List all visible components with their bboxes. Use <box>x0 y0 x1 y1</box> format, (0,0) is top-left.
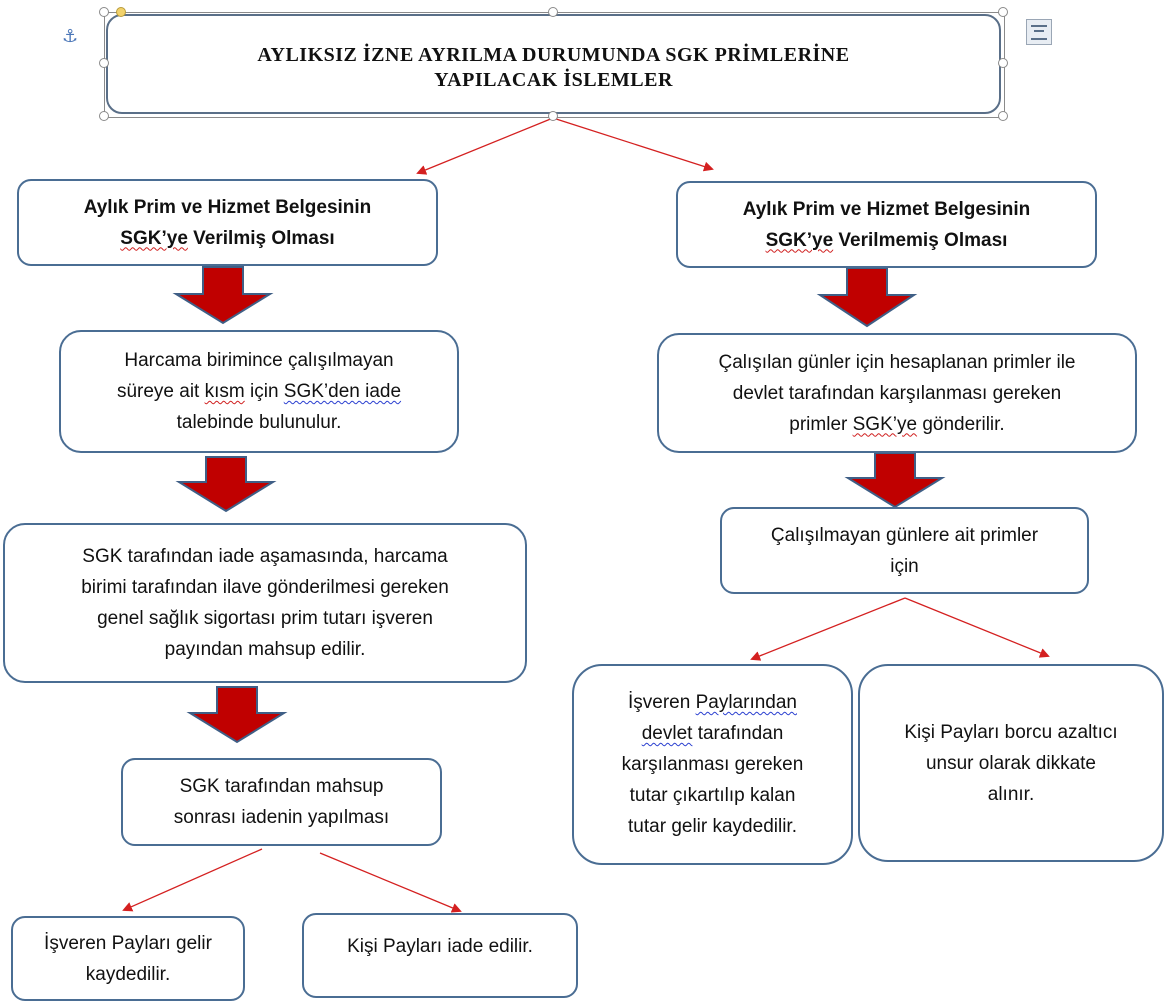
right-step2-line-1: Çalışılmayan günlere ait primler <box>770 524 1039 546</box>
anchor-icon[interactable]: ⚓ <box>62 26 79 46</box>
connector-rstep2-leaf2 <box>904 597 1050 658</box>
connector-title-left <box>416 117 554 175</box>
right-step2-line-2: için <box>890 555 919 577</box>
down-block-arrow <box>175 456 277 513</box>
left-step3-line-1: SGK tarafından mahsup <box>179 776 384 797</box>
right-leaf2-box: Kişi Payları borcu azaltıcı unsur olarak… <box>858 664 1164 862</box>
left-step1-sgkden: SGK’den iade <box>283 381 402 402</box>
left-step2-line-2: birimi tarafından ilave gönderilmesi ger… <box>81 577 449 598</box>
right-step1-box: Çalışılan günler için hesaplanan primler… <box>657 333 1137 453</box>
left-step1-box: Harcama birimince çalışılmayan süreye ai… <box>59 330 459 453</box>
left-leaf1-line-1: İşveren Payları gelir <box>44 932 212 954</box>
right-step1-line-2: devlet tarafından karşılanması gereken <box>732 382 1062 404</box>
title-box[interactable]: AYLIKSIZ İZNE AYRILMA DURUMUNDA SGK PRİM… <box>106 14 1001 114</box>
right-step2-box: Çalışılmayan günlere ait primler için <box>720 507 1089 594</box>
right-leaf2-line-2: unsur olarak dikkate <box>925 752 1097 774</box>
down-block-arrow <box>844 452 946 509</box>
left-step1-line-3: talebinde bulunulur. <box>176 412 342 433</box>
connector-step3-leaf1 <box>122 848 263 912</box>
left-step2-line-1: SGK tarafından iade aşamasında, harcama <box>82 546 448 567</box>
left-step2-line-3: genel sağlık sigortası prim tutarı işver… <box>97 608 433 629</box>
left-step2-line-4: payından mahsup edilir. <box>164 639 366 660</box>
left-step3-line-2: sonrası iadenin yapılması <box>173 807 390 828</box>
left-header-box: Aylık Prim ve Hizmet Belgesinin SGK’ye V… <box>17 179 438 266</box>
selection-handle[interactable] <box>548 111 558 121</box>
left-step1-line-2c: için <box>244 381 284 402</box>
connector-step3-leaf2 <box>319 852 462 913</box>
right-step1-line-3c: gönderilir. <box>917 413 1005 435</box>
right-leaf1-line-4: tutar çıkartılıp kalan <box>629 785 796 806</box>
down-block-arrow <box>172 266 274 325</box>
left-leaf1-line-2: kaydedilir. <box>85 963 171 985</box>
right-leaf1-box: İşveren Paylarından devlet tarafından ka… <box>572 664 853 865</box>
selection-handle[interactable] <box>998 7 1008 17</box>
right-header-sgk: SGK’ye <box>765 229 834 251</box>
layout-options-icon[interactable] <box>1026 19 1052 45</box>
left-header-line-1: Aylık Prim ve Hizmet Belgesinin <box>83 196 372 218</box>
right-step1-line-1: Çalışılan günler için hesaplanan primler… <box>718 351 1076 373</box>
connector-title-right <box>552 117 714 172</box>
left-step1-kism: kısm <box>204 381 245 402</box>
left-leaf2-line-1: Kişi Payları iade edilir. <box>347 936 533 957</box>
right-leaf1-line-2b: tarafından <box>692 723 784 744</box>
right-leaf2-line-1: Kişi Payları borcu azaltıcı <box>904 721 1118 743</box>
down-block-arrow <box>186 686 288 744</box>
right-leaf1-line-5: tutar gelir kaydedilir. <box>628 816 797 837</box>
selection-handle[interactable] <box>998 58 1008 68</box>
left-header-sgk: SGK’ye <box>120 227 188 249</box>
selection-handle[interactable] <box>99 111 109 121</box>
right-step1-sgkye: SGK’ye <box>852 413 918 435</box>
selection-handle[interactable] <box>99 7 109 17</box>
rotation-handle[interactable] <box>116 7 126 17</box>
right-leaf1-line-3: karşılanması gereken <box>621 754 804 775</box>
left-step3-box: SGK tarafından mahsup sonrası iadenin ya… <box>121 758 442 846</box>
right-step1-line-3a: primler <box>789 413 853 435</box>
title-line-2: YAPILACAK İSLEMLER <box>434 69 673 91</box>
title-line-1: AYLIKSIZ İZNE AYRILMA DURUMUNDA SGK PRİM… <box>257 44 850 66</box>
connector-rstep2-leaf1 <box>750 597 906 661</box>
right-leaf2-line-3: alınır. <box>987 783 1035 805</box>
selection-handle[interactable] <box>548 7 558 17</box>
down-block-arrow <box>816 267 918 328</box>
left-header-line-2: Verilmiş Olması <box>187 227 335 249</box>
left-leaf1-box: İşveren Payları gelir kaydedilir. <box>11 916 245 1001</box>
right-header-line-1: Aylık Prim ve Hizmet Belgesinin <box>742 198 1031 220</box>
left-step2-box: SGK tarafından iade aşamasında, harcama … <box>3 523 527 683</box>
right-leaf1-paylarindan: Paylarından <box>695 692 797 713</box>
left-leaf2-box: Kişi Payları iade edilir. <box>302 913 578 998</box>
selection-handle[interactable] <box>99 58 109 68</box>
right-header-line-2: Verilmemiş Olması <box>833 229 1008 251</box>
right-leaf1-line-1a: İşveren <box>628 692 696 713</box>
right-header-box: Aylık Prim ve Hizmet Belgesinin SGK’ye V… <box>676 181 1097 268</box>
selection-handle[interactable] <box>998 111 1008 121</box>
left-step1-line-1: Harcama birimince çalışılmayan <box>124 350 394 371</box>
left-step1-line-2a: süreye ait <box>116 381 205 402</box>
right-leaf1-devlet: devlet <box>641 723 693 744</box>
